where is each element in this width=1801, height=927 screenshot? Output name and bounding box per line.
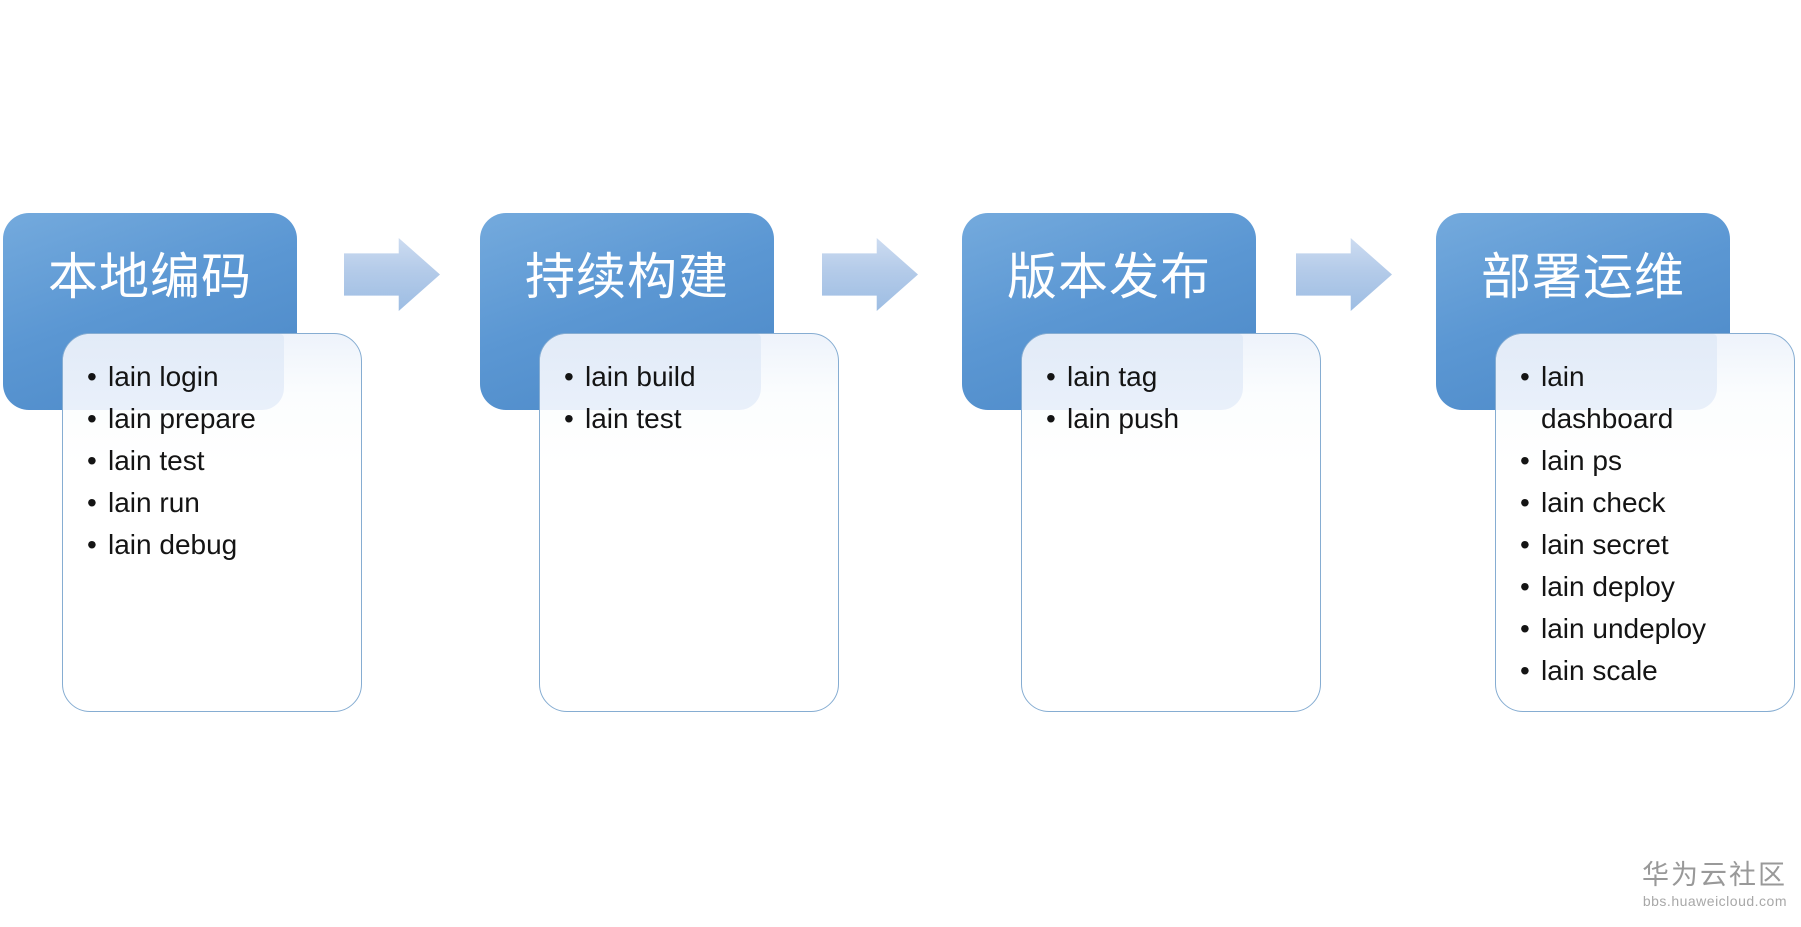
stage-title: 部署运维 bbox=[1481, 249, 1685, 305]
list-item: lain dashboard bbox=[1520, 356, 1716, 440]
list-item: lain push bbox=[1046, 398, 1310, 440]
list-item: lain ps bbox=[1520, 440, 1716, 482]
list-item: lain run bbox=[87, 482, 351, 524]
list-item: lain check bbox=[1520, 482, 1716, 524]
flow-stage-continuous-build: 持续构建 lain build lain test bbox=[480, 213, 842, 713]
list-item: lain prepare bbox=[87, 398, 351, 440]
watermark: 华为云社区 bbs.huaweicloud.com bbox=[1642, 859, 1787, 909]
command-list: lain build lain test bbox=[540, 334, 838, 440]
command-list: lain login lain prepare lain test lain r… bbox=[63, 334, 361, 566]
watermark-site-url: bbs.huaweicloud.com bbox=[1642, 892, 1787, 909]
command-panel: lain dashboard lain ps lain check lain s… bbox=[1495, 333, 1795, 712]
list-item: lain undeploy bbox=[1520, 608, 1716, 650]
command-list: lain dashboard lain ps lain check lain s… bbox=[1496, 334, 1794, 692]
list-item: lain scale bbox=[1520, 650, 1716, 692]
stage-title: 本地编码 bbox=[48, 249, 252, 305]
list-item: lain login bbox=[87, 356, 351, 398]
list-item: lain tag bbox=[1046, 356, 1310, 398]
list-item: lain secret bbox=[1520, 524, 1716, 566]
flow-stage-deploy-operations: 部署运维 lain dashboard lain ps lain check l… bbox=[1436, 213, 1798, 713]
flow-stage-version-release: 版本发布 lain tag lain push bbox=[962, 213, 1324, 713]
stage-title: 持续构建 bbox=[525, 249, 729, 305]
command-panel: lain tag lain push bbox=[1021, 333, 1321, 712]
stage-title: 版本发布 bbox=[1007, 249, 1211, 305]
command-list: lain tag lain push bbox=[1022, 334, 1320, 440]
list-item: lain deploy bbox=[1520, 566, 1716, 608]
command-panel: lain login lain prepare lain test lain r… bbox=[62, 333, 362, 712]
list-item: lain build bbox=[564, 356, 828, 398]
watermark-community-name: 华为云社区 bbox=[1642, 859, 1787, 890]
list-item: lain test bbox=[87, 440, 351, 482]
list-item: lain test bbox=[564, 398, 828, 440]
command-panel: lain build lain test bbox=[539, 333, 839, 712]
list-item: lain debug bbox=[87, 524, 351, 566]
flow-stage-local-coding: 本地编码 lain login lain prepare lain test l… bbox=[3, 213, 365, 713]
